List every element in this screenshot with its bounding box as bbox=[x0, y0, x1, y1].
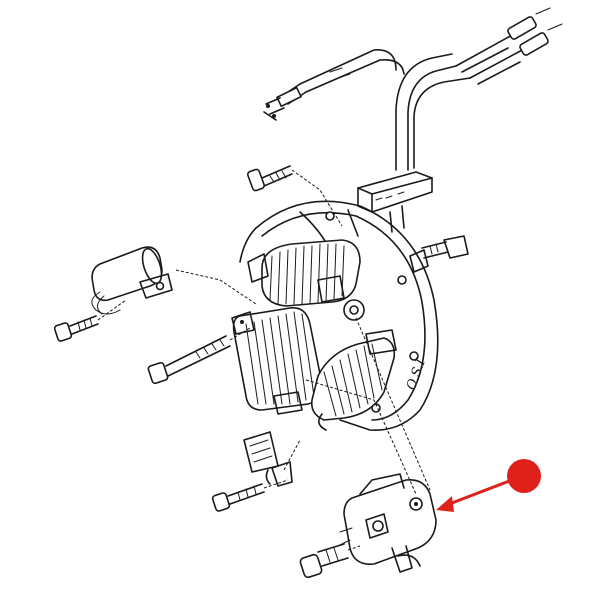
highlight-dot bbox=[507, 459, 541, 493]
locking-screw bbox=[299, 543, 361, 579]
condenser-screw bbox=[53, 299, 127, 342]
wire-harness bbox=[263, 7, 563, 171]
clamp-screw bbox=[409, 235, 469, 273]
felt-lubricator bbox=[243, 431, 293, 487]
stator-stamp: O.S.I bbox=[404, 356, 429, 392]
assembly-leader-lines bbox=[175, 269, 431, 495]
stator-plate: O.S.I bbox=[239, 200, 439, 431]
highlight-arrow bbox=[436, 478, 514, 512]
lighting-coil bbox=[231, 307, 324, 415]
contact-breaker-points bbox=[337, 473, 437, 573]
ignition-coil bbox=[247, 239, 365, 321]
points-screw bbox=[211, 479, 289, 512]
long-bolt bbox=[147, 327, 251, 385]
stator-screw bbox=[246, 165, 343, 227]
charging-coil bbox=[310, 329, 397, 431]
condenser bbox=[91, 246, 173, 315]
